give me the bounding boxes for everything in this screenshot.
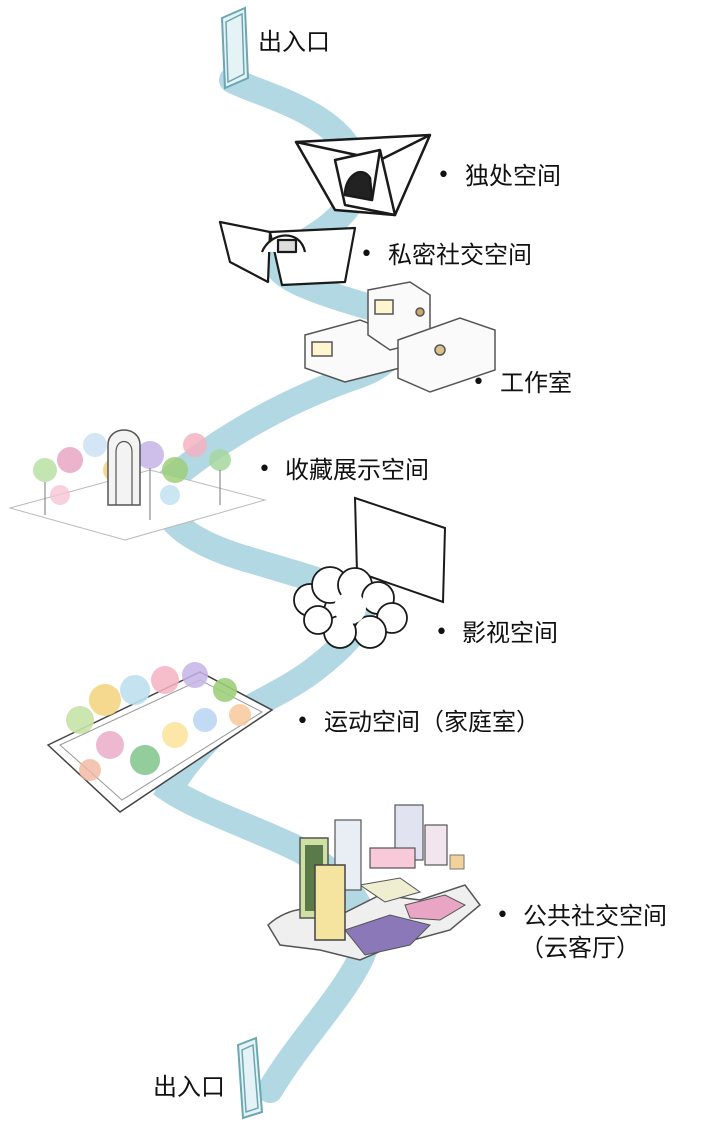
bullet-studio: •: [472, 370, 485, 395]
bullet-cinema: •: [435, 620, 448, 645]
label-public-social-sub: （云客厅）: [520, 934, 640, 962]
collection-garden-icon: [8, 429, 267, 541]
bullet-sports: •: [296, 709, 309, 734]
bullet-solitude: •: [437, 163, 450, 188]
label-entrance-bottom: 出入口: [153, 1073, 225, 1101]
label-solitude: 独处空间: [465, 162, 561, 190]
label-sports: 运动空间（家庭室）: [324, 708, 540, 736]
label-cinema: 影视空间: [462, 619, 558, 647]
label-private-social: 私密社交空间: [388, 241, 532, 269]
bullet-public-social: •: [496, 903, 509, 928]
paper-plane-icon: [294, 133, 432, 217]
label-entrance-top: 出入口: [258, 28, 330, 56]
sports-room-icon: [46, 662, 274, 813]
label-public-social: 公共社交空间: [523, 902, 667, 930]
entrance-door-bottom: [236, 1036, 264, 1120]
label-studio: 工作室: [500, 369, 572, 397]
bullet-private-social: •: [360, 242, 373, 267]
public-social-icon: [267, 804, 482, 961]
entrance-door-top: [220, 6, 250, 90]
private-room-icon: [218, 220, 357, 287]
studio-icon: [304, 281, 496, 393]
cinema-icon: [293, 496, 447, 649]
bullet-collection: •: [258, 457, 271, 482]
label-collection: 收藏展示空间: [285, 456, 429, 484]
